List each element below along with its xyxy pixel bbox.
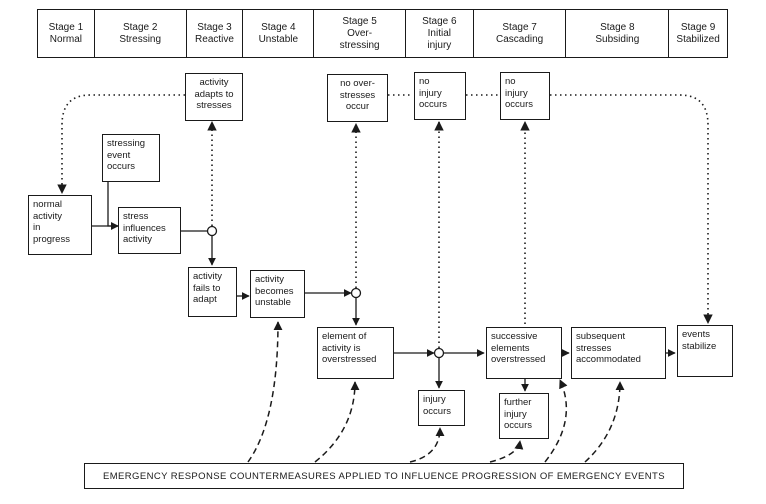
countermeasures-banner: EMERGENCY RESPONSE COUNTERMEASURES APPLI…: [84, 463, 684, 489]
stage-1-cell: Stage 1 Normal: [38, 10, 95, 57]
no-injury-box-1: no injury occurs: [414, 72, 466, 120]
countermeasure-to-overstressed-dashed: [314, 381, 360, 463]
box-label: stress influences activity: [123, 211, 166, 245]
normal-activity-box: normal activity in progress: [28, 195, 92, 255]
overstressed-box: element of activity is overstressed: [317, 327, 394, 379]
stage-number: Stage 3: [197, 21, 232, 33]
stage-number: Stage 8: [600, 21, 635, 33]
box-label: successive elements overstressed: [491, 331, 546, 365]
stage-5-cell: Stage 5 Over- stressing: [314, 10, 406, 57]
event-to-stress-arrow: [107, 182, 119, 230]
box-label: no injury occurs: [419, 76, 447, 110]
injury-occurs-box: injury occurs: [418, 390, 465, 426]
adapts-to-normal-dotted: [57, 94, 185, 194]
banner-text: EMERGENCY RESPONSE COUNTERMEASURES APPLI…: [103, 470, 665, 482]
decision-node-1: [206, 225, 218, 237]
stage-number: Stage 5: [342, 15, 377, 27]
stage-9-cell: Stage 9 Stabilized: [669, 10, 727, 57]
box-label: activity adapts to stresses: [194, 77, 234, 111]
stage-6-cell: Stage 6 Initial injury: [406, 10, 474, 57]
countermeasure-to-subsequent-dashed: [584, 381, 625, 463]
no-injury-to-stabilize-dotted: [550, 94, 713, 324]
stage-4-cell: Stage 4 Unstable: [243, 10, 315, 57]
no-injury-box-2: no injury occurs: [500, 72, 550, 120]
stage-2-cell: Stage 2 Stressing: [95, 10, 187, 57]
stressing-event-box: stressing event occurs: [102, 134, 160, 182]
countermeasure-to-injury-dashed: [409, 427, 445, 463]
box-label: subsequent stresses accommodated: [576, 331, 641, 365]
decision-node-3: [433, 347, 445, 359]
stage-number: Stage 4: [261, 21, 296, 33]
stage-7-cell: Stage 7 Cascading: [474, 10, 567, 57]
stage-number: Stage 7: [502, 21, 537, 33]
countermeasure-to-further-dashed: [489, 440, 524, 463]
stage-name: Initial injury: [427, 27, 452, 51]
activity-adapts-box: activity adapts to stresses: [185, 73, 243, 121]
box-label: stressing event occurs: [107, 138, 146, 172]
stage-name: Normal: [49, 33, 83, 45]
box-label: element of activity is overstressed: [322, 331, 377, 365]
box-label: injury occurs: [423, 394, 451, 417]
stage-name: Cascading: [495, 33, 544, 45]
stage-8-cell: Stage 8 Subsiding: [566, 10, 670, 57]
stage-name: Unstable: [258, 33, 299, 45]
no-overstress-box: no over- stresses occur: [327, 74, 388, 122]
stage-number: Stage 6: [422, 15, 457, 27]
decision-node-2: [350, 287, 362, 299]
stage-name: Reactive: [195, 33, 234, 45]
box-label: further injury occurs: [504, 397, 532, 431]
activity-fails-box: activity fails to adapt: [188, 267, 237, 317]
countermeasure-to-successive-dashed: [544, 379, 568, 463]
subsequent-stresses-box: subsequent stresses accommodated: [571, 327, 666, 379]
stage-3-cell: Stage 3 Reactive: [187, 10, 244, 57]
stage-number: Stage 9: [680, 21, 716, 33]
stage-number: Stage 1: [48, 21, 84, 33]
box-label: events stabilize: [682, 329, 717, 352]
stage-name: Subsiding: [595, 33, 640, 45]
box-label: activity becomes unstable: [255, 274, 294, 308]
box-label: no over- stresses occur: [339, 78, 376, 112]
events-stabilize-box: events stabilize: [677, 325, 733, 377]
stage-name: Over- stressing: [339, 27, 380, 51]
stress-influences-box: stress influences activity: [118, 207, 181, 254]
countermeasure-to-unstable-dashed: [247, 321, 283, 463]
stage-number: Stage 2: [122, 21, 158, 33]
stage-header: Stage 1 Normal Stage 2 Stressing Stage 3…: [37, 9, 728, 58]
stage-name: Stressing: [119, 33, 162, 45]
successive-elements-box: successive elements overstressed: [486, 327, 562, 379]
box-label: activity fails to adapt: [193, 271, 223, 305]
activity-unstable-box: activity becomes unstable: [250, 270, 305, 318]
further-injury-box: further injury occurs: [499, 393, 549, 439]
box-label: no injury occurs: [505, 76, 533, 110]
stage-name: Stabilized: [676, 33, 720, 45]
box-label: normal activity in progress: [33, 199, 70, 245]
